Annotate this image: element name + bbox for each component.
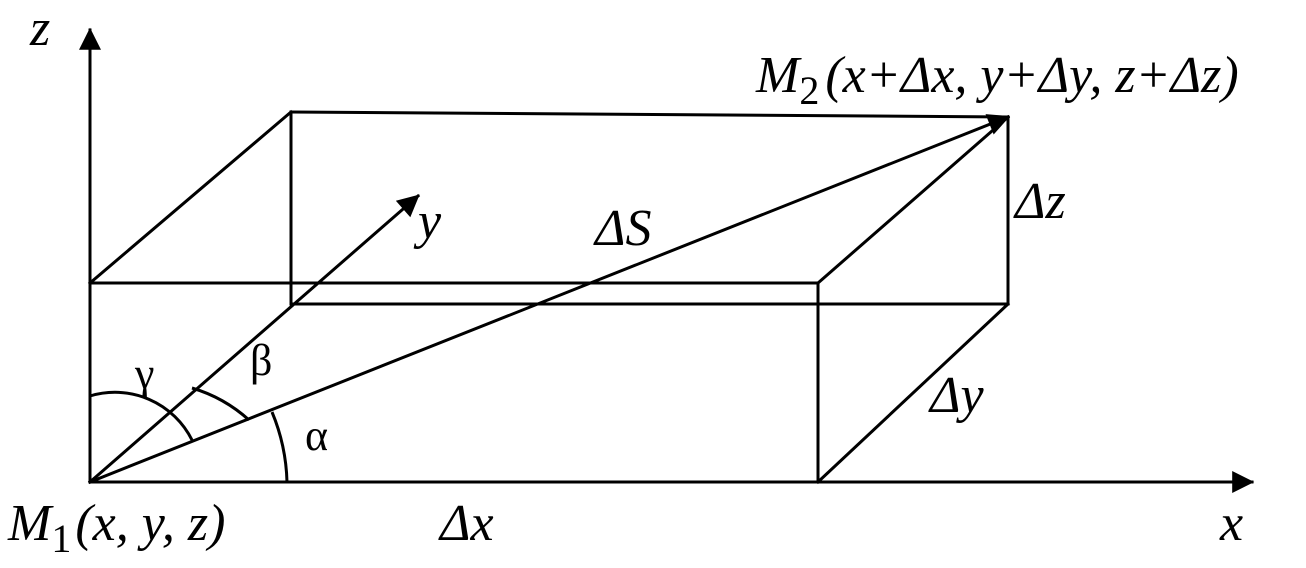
gamma-arc [89, 390, 194, 441]
delta-y-label: Δy [928, 367, 985, 424]
delta-s-vector [88, 114, 1011, 484]
bottom-right-diagonal [815, 301, 1011, 485]
m2-letter: M [755, 47, 802, 104]
z-axis-label: z [29, 0, 50, 57]
delta-z-label: Δz [1013, 173, 1066, 230]
top-left-diagonal [87, 109, 294, 286]
delta-s-label: ΔS [593, 200, 652, 257]
m1-letter: M [7, 495, 54, 552]
m2-label: M2(x+Δx, y+Δy, z+Δz) [755, 47, 1239, 113]
x-axis-label: x [1219, 495, 1243, 552]
alpha-label: α [305, 411, 328, 460]
beta-label: β [250, 336, 272, 385]
m1-subscript: 1 [51, 516, 71, 561]
gamma-label: γ [134, 349, 154, 398]
delta-x-label: Δx [438, 495, 494, 552]
y-axis-label: y [413, 193, 442, 250]
top-right-diagonal [815, 114, 1011, 286]
m1-coordinates: (x, y, z) [75, 495, 225, 552]
beta-arc [191, 386, 251, 422]
m2-subscript: 2 [799, 68, 819, 113]
m2-coordinates: (x+Δx, y+Δy, z+Δz) [825, 47, 1238, 104]
parallelepiped [87, 109, 1011, 485]
m1-label: M1(x, y, z) [7, 495, 226, 561]
back-top-edge [289, 110, 1010, 119]
alpha-arc [270, 411, 289, 483]
y-axis [87, 193, 421, 485]
